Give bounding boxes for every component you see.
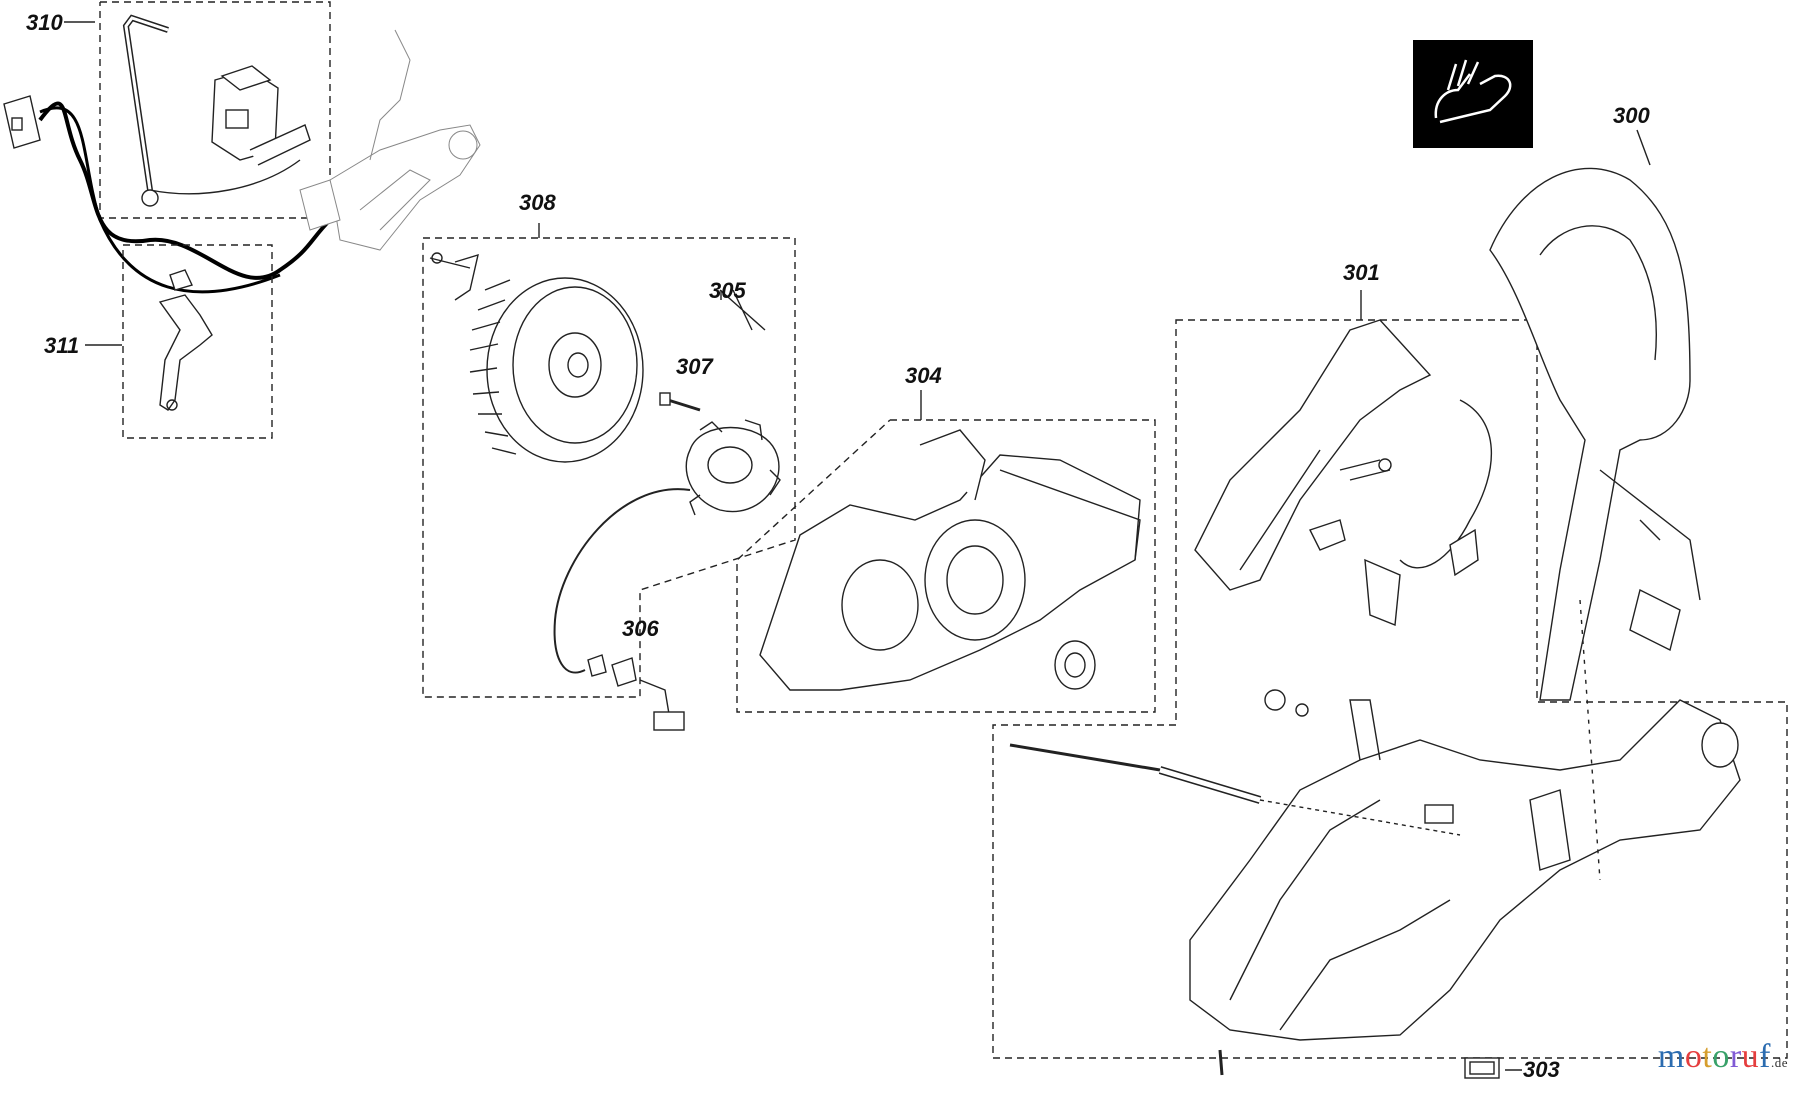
callout-308: 308 — [519, 190, 556, 215]
callout-303: 303 — [1523, 1057, 1560, 1082]
watermark-domain: .de — [1770, 1055, 1788, 1070]
watermark-letter: f — [1759, 1038, 1771, 1075]
part-301-rear-handle-assembly — [992, 319, 1788, 1076]
part-305-stator — [553, 419, 781, 674]
part-307-screw — [659, 392, 701, 412]
watermark-letter: o — [1684, 1038, 1703, 1075]
callout-310: 310 — [26, 10, 63, 35]
part-311-stop-switch-lever — [122, 244, 273, 439]
watermark-letter: m — [1657, 1038, 1685, 1075]
callout-307: 307 — [676, 354, 713, 379]
part-303-label-plate — [1464, 1057, 1500, 1079]
callout-306: 306 — [622, 616, 659, 641]
watermark-letter: t — [1702, 1038, 1713, 1075]
callout-304: 304 — [905, 363, 942, 388]
part-300-front-handlebar — [1489, 167, 1701, 881]
part-308-flywheel — [422, 237, 796, 698]
watermark-text: motoruf — [1658, 1038, 1771, 1075]
callout-311: 311 — [44, 333, 80, 358]
callout-301: 301 — [1343, 260, 1380, 285]
callout-300: 300 — [1613, 103, 1650, 128]
callout-305: 305 — [709, 278, 746, 303]
watermark-letter: o — [1712, 1038, 1730, 1075]
background-chassis — [299, 29, 481, 251]
glove-hand-protection-icon — [1413, 40, 1533, 148]
watermark-letter: u — [1741, 1038, 1760, 1075]
motoruf-watermark: motoruf.de — [1658, 1038, 1788, 1076]
part-306-connector — [587, 654, 685, 731]
part-304-crankcase — [736, 419, 1156, 713]
part-310-ignition-module — [3, 1, 331, 219]
watermark-letter: r — [1729, 1038, 1742, 1075]
